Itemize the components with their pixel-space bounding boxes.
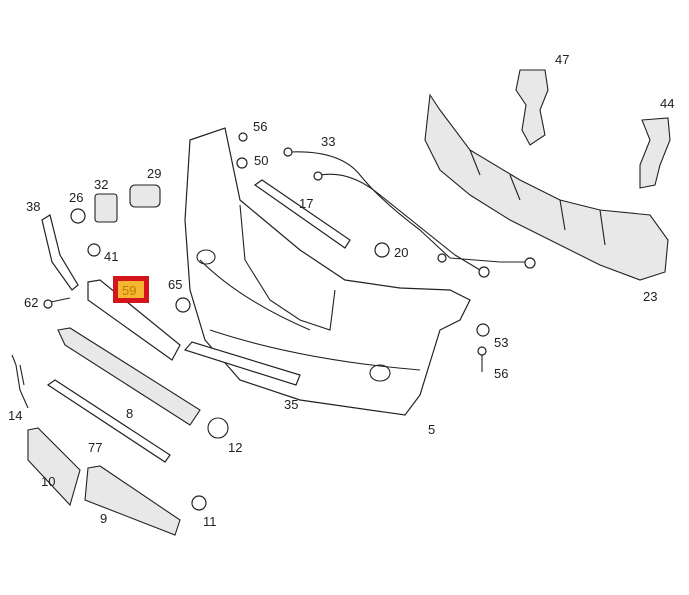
- label-9[interactable]: 9: [100, 511, 107, 526]
- highlight-fill: [118, 281, 144, 298]
- label-47[interactable]: 47: [555, 52, 569, 67]
- label-10[interactable]: 10: [41, 474, 55, 489]
- label-59[interactable]: 59: [122, 283, 136, 298]
- label-20[interactable]: 20: [394, 245, 408, 260]
- label-29[interactable]: 29: [147, 166, 161, 181]
- label-44[interactable]: 44: [660, 96, 674, 111]
- part-23-absorber[interactable]: [424, 93, 669, 281]
- label-77[interactable]: 77: [88, 440, 102, 455]
- label-65[interactable]: 65: [168, 277, 182, 292]
- label-56-right[interactable]: 56: [494, 366, 508, 381]
- part-14-clip[interactable]: [11, 354, 29, 409]
- part-50-clip[interactable]: [236, 157, 248, 169]
- part-38-strip[interactable]: [41, 214, 79, 291]
- part-44-bracket[interactable]: [639, 117, 671, 189]
- label-32[interactable]: 32: [94, 177, 108, 192]
- part-12-ring[interactable]: [207, 417, 229, 439]
- label-17[interactable]: 17: [299, 196, 313, 211]
- label-12[interactable]: 12: [228, 440, 242, 455]
- label-33[interactable]: 33: [321, 134, 335, 149]
- part-29-sensor[interactable]: [129, 184, 161, 208]
- part-8-grille[interactable]: [57, 327, 201, 426]
- part-41-nut[interactable]: [87, 243, 101, 257]
- part-26-grommet[interactable]: [70, 208, 86, 224]
- label-38[interactable]: 38: [26, 199, 40, 214]
- label-62[interactable]: 62: [24, 295, 38, 310]
- part-10-grille[interactable]: [27, 427, 81, 507]
- part-33-wiring-harness[interactable]: [289, 151, 530, 271]
- label-5[interactable]: 5: [428, 422, 435, 437]
- label-23[interactable]: 23: [643, 289, 657, 304]
- part-56-screw[interactable]: [238, 132, 248, 142]
- label-35[interactable]: 35: [284, 397, 298, 412]
- part-65-cap[interactable]: [175, 297, 191, 313]
- part-59-license-plate-bracket[interactable]: [87, 279, 181, 361]
- part-17-strip[interactable]: [253, 179, 351, 249]
- label-50[interactable]: 50: [254, 153, 268, 168]
- part-77-trim[interactable]: [46, 379, 171, 463]
- part-5-bumper-cover[interactable]: [184, 127, 471, 416]
- label-53[interactable]: 53: [494, 335, 508, 350]
- label-11[interactable]: 11: [203, 514, 217, 529]
- part-9-grille[interactable]: [84, 465, 181, 536]
- part-11-emblem[interactable]: [191, 495, 207, 511]
- label-41[interactable]: 41: [104, 249, 118, 264]
- part-35-strip[interactable]: [183, 341, 301, 386]
- label-14[interactable]: 14: [8, 408, 22, 423]
- part-47-bracket[interactable]: [515, 69, 549, 146]
- label-26[interactable]: 26: [69, 190, 83, 205]
- part-32-holder[interactable]: [94, 193, 118, 223]
- part-53-clip[interactable]: [476, 323, 490, 337]
- part-20-nut[interactable]: [374, 242, 390, 258]
- label-8[interactable]: 8: [126, 406, 133, 421]
- label-56[interactable]: 56: [253, 119, 267, 134]
